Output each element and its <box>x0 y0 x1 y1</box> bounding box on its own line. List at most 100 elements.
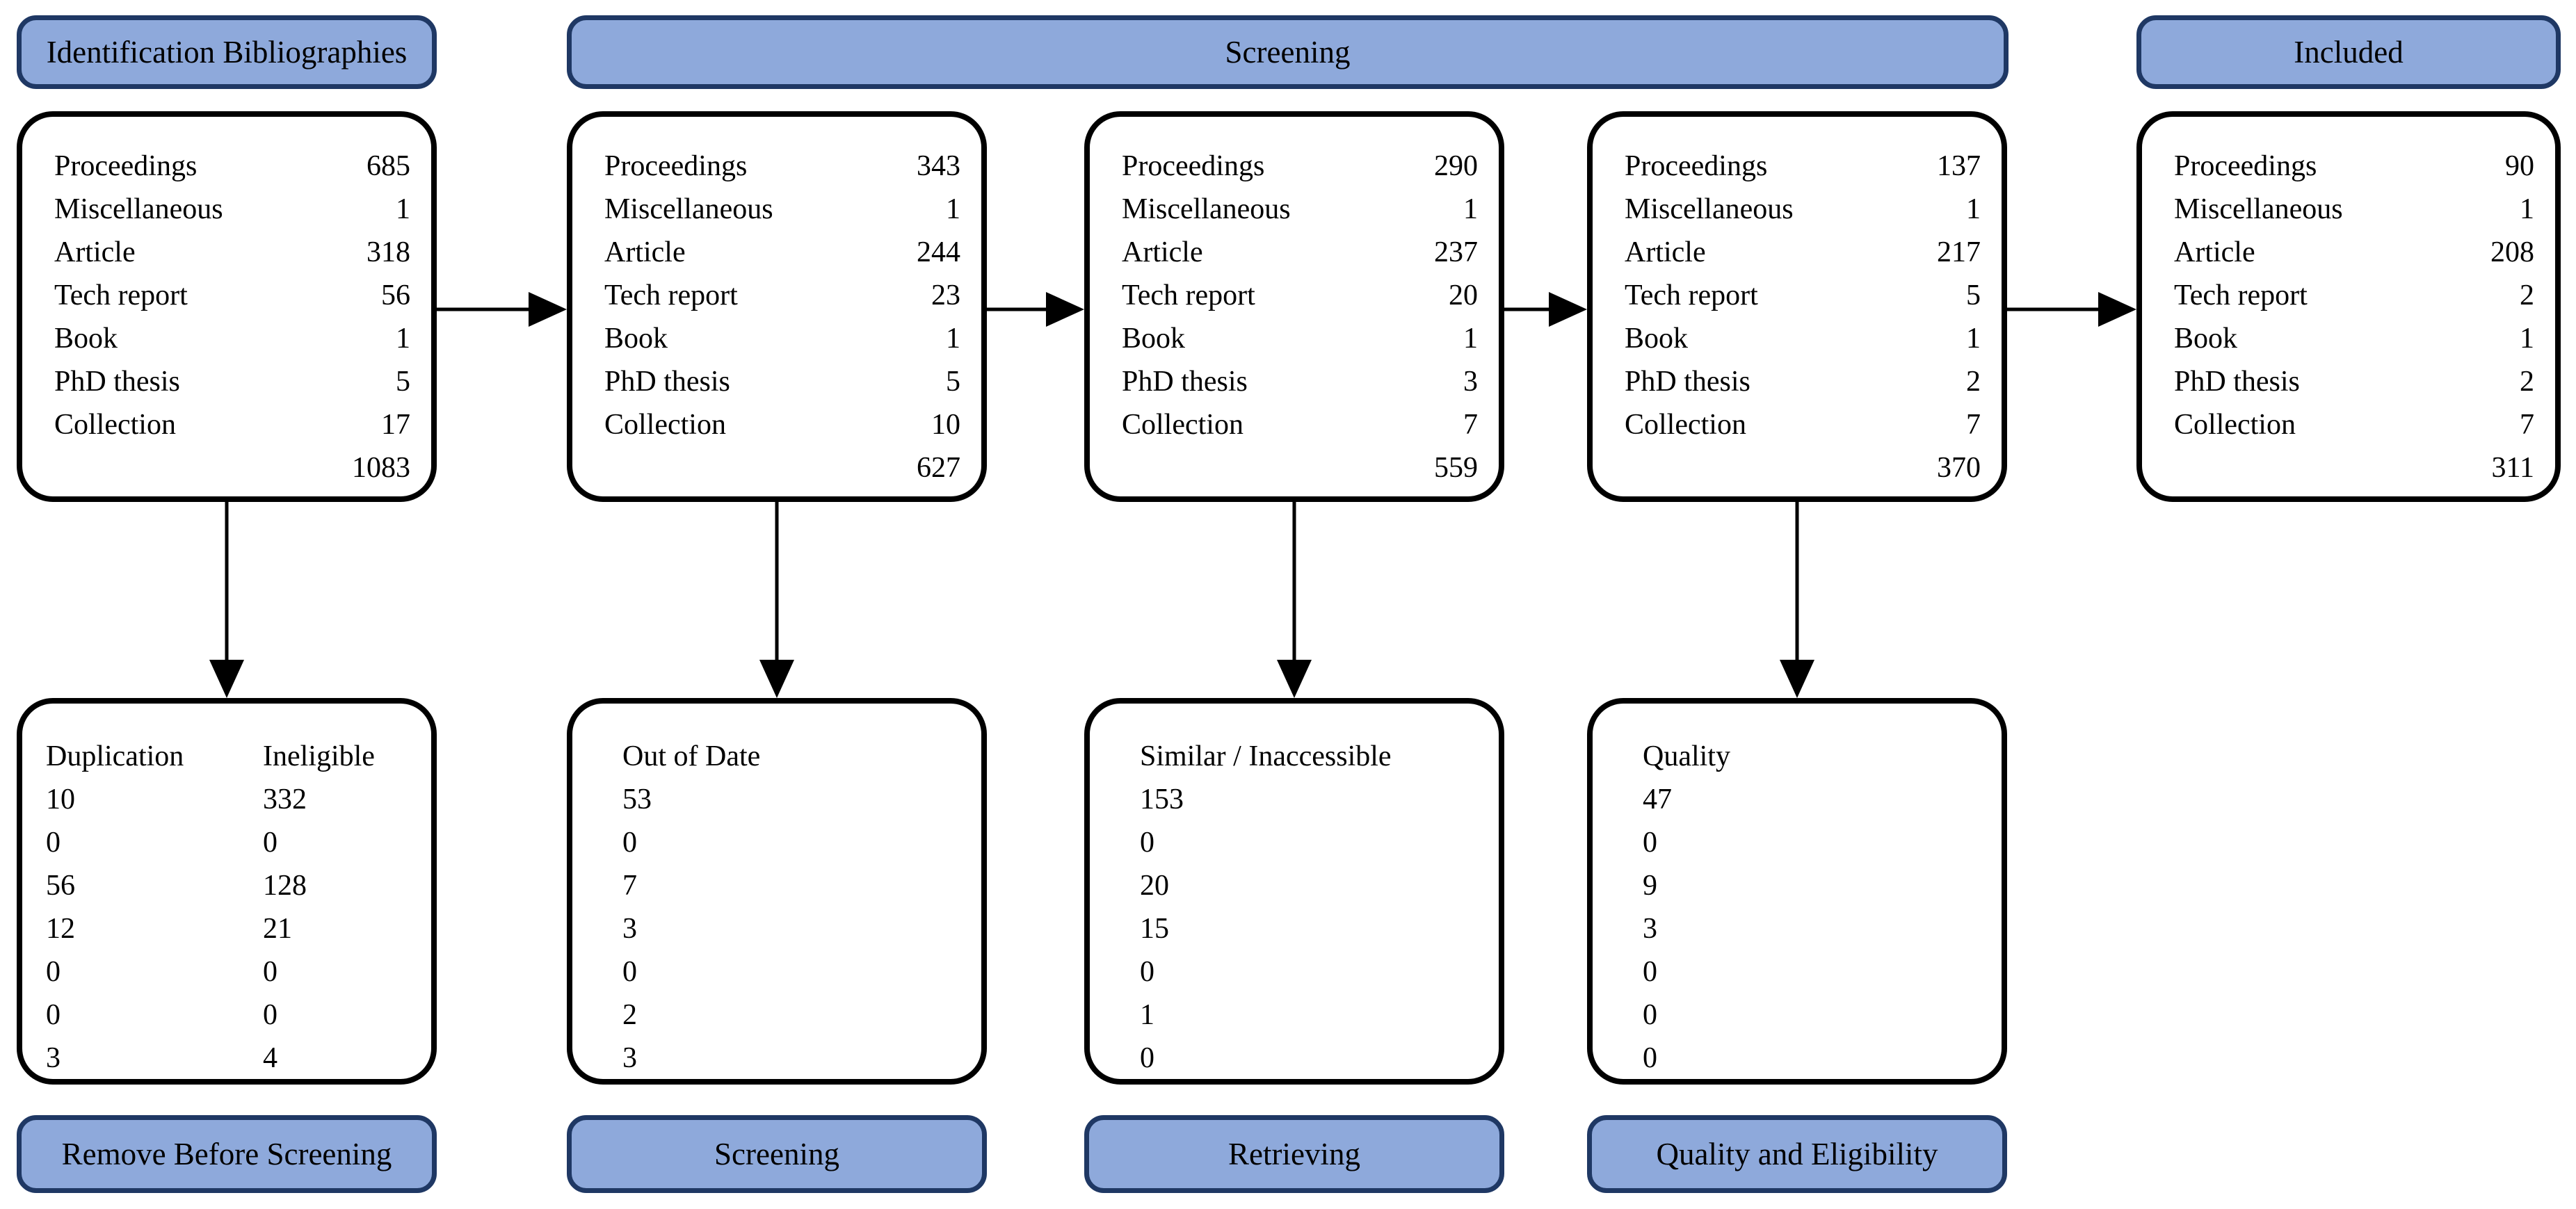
category-count: 1 <box>1966 323 1981 355</box>
category-count: 23 <box>931 279 960 311</box>
total-count: 311 <box>2491 452 2534 484</box>
category-label: Tech report <box>2174 279 2308 311</box>
removal-value: 2 <box>622 999 637 1031</box>
removal-value: 1 <box>1140 999 1154 1031</box>
removal-value: 20 <box>1140 870 1169 902</box>
category-label: Proceedings <box>604 150 748 182</box>
category-label: Collection <box>54 409 176 441</box>
category-count: 343 <box>917 150 960 182</box>
category-count: 217 <box>1937 236 1981 268</box>
removal-box-similar-inaccessible: Similar / Inaccessible 153 0 20 15 0 1 0 <box>1084 698 1504 1085</box>
category-count: 1 <box>2520 323 2534 355</box>
removal-value: 15 <box>1140 913 1169 945</box>
category-count: 244 <box>917 236 960 268</box>
category-count: 1 <box>1966 193 1981 225</box>
category-label: Tech report <box>1625 279 1758 311</box>
category-count: 2 <box>1966 366 1981 398</box>
category-label: PhD thesis <box>2174 366 2300 398</box>
category-label: Article <box>604 236 686 268</box>
category-label: Proceedings <box>54 150 198 182</box>
removal-value: 0 <box>46 956 61 988</box>
stage-header-label: Identification Bibliographies <box>46 35 408 70</box>
removal-value: 0 <box>1140 827 1154 859</box>
total-row: 627 <box>604 446 960 489</box>
total-count: 627 <box>917 452 960 484</box>
total-count: 1083 <box>352 452 410 484</box>
removal-box-quality: Quality 47 0 9 3 0 0 0 <box>1587 698 2007 1085</box>
category-count: 137 <box>1937 150 1981 182</box>
category-count: 5 <box>396 366 410 398</box>
removal-box-out-of-date: Out of Date 53 0 7 3 0 2 3 <box>567 698 987 1085</box>
removal-value: 0 <box>622 956 637 988</box>
removal-value: 3 <box>622 913 637 945</box>
removal-value: 3 <box>1643 913 1657 945</box>
category-label: Collection <box>1122 409 1243 441</box>
stage-footer-label: Remove Before Screening <box>61 1137 392 1171</box>
removal-value: 0 <box>1140 956 1154 988</box>
removal-value: 3 <box>622 1042 637 1074</box>
category-row: Tech report 2 <box>2174 274 2534 317</box>
total-row: 370 <box>1625 446 1981 489</box>
removal-value: 153 <box>1140 784 1184 816</box>
removal-value: 0 <box>46 827 61 859</box>
category-count: 5 <box>1966 279 1981 311</box>
stage-footer-label: Screening <box>714 1137 839 1171</box>
category-count: 1 <box>946 193 960 225</box>
removal-value: 12 <box>46 913 75 945</box>
total-row: 559 <box>1122 446 1478 489</box>
removal-value: 0 <box>263 999 277 1031</box>
category-label: Proceedings <box>2174 150 2317 182</box>
removal-value: 0 <box>263 827 277 859</box>
removal-column-ineligible: Ineligible 332 0 128 21 0 0 4 <box>263 735 375 1080</box>
category-label: Miscellaneous <box>54 193 223 225</box>
category-label: Article <box>2174 236 2255 268</box>
stage-header-label: Included <box>2294 35 2404 70</box>
category-count: 5 <box>946 366 960 398</box>
category-count: 10 <box>931 409 960 441</box>
category-label: Collection <box>2174 409 2296 441</box>
removal-value: 7 <box>622 870 637 902</box>
total-row: 1083 <box>54 446 410 489</box>
removal-value: 0 <box>1643 956 1657 988</box>
removal-value: 47 <box>1643 784 1672 816</box>
category-count: 7 <box>1463 409 1478 441</box>
stage-header-label: Screening <box>1225 35 1351 70</box>
removal-value: 0 <box>1140 1042 1154 1074</box>
removal-column-title: Out of Date <box>622 740 761 772</box>
category-label: Miscellaneous <box>2174 193 2343 225</box>
category-label: Book <box>2174 323 2238 355</box>
category-label: PhD thesis <box>1122 366 1248 398</box>
category-row: PhD thesis 2 <box>1625 360 1981 403</box>
category-count: 237 <box>1434 236 1478 268</box>
removal-value: 0 <box>622 827 637 859</box>
category-row: Collection 7 <box>1122 403 1478 446</box>
removal-value: 3 <box>46 1042 61 1074</box>
category-row: Book 1 <box>2174 317 2534 360</box>
category-label: PhD thesis <box>1625 366 1750 398</box>
category-count: 2 <box>2520 279 2534 311</box>
category-label: Article <box>1625 236 1706 268</box>
